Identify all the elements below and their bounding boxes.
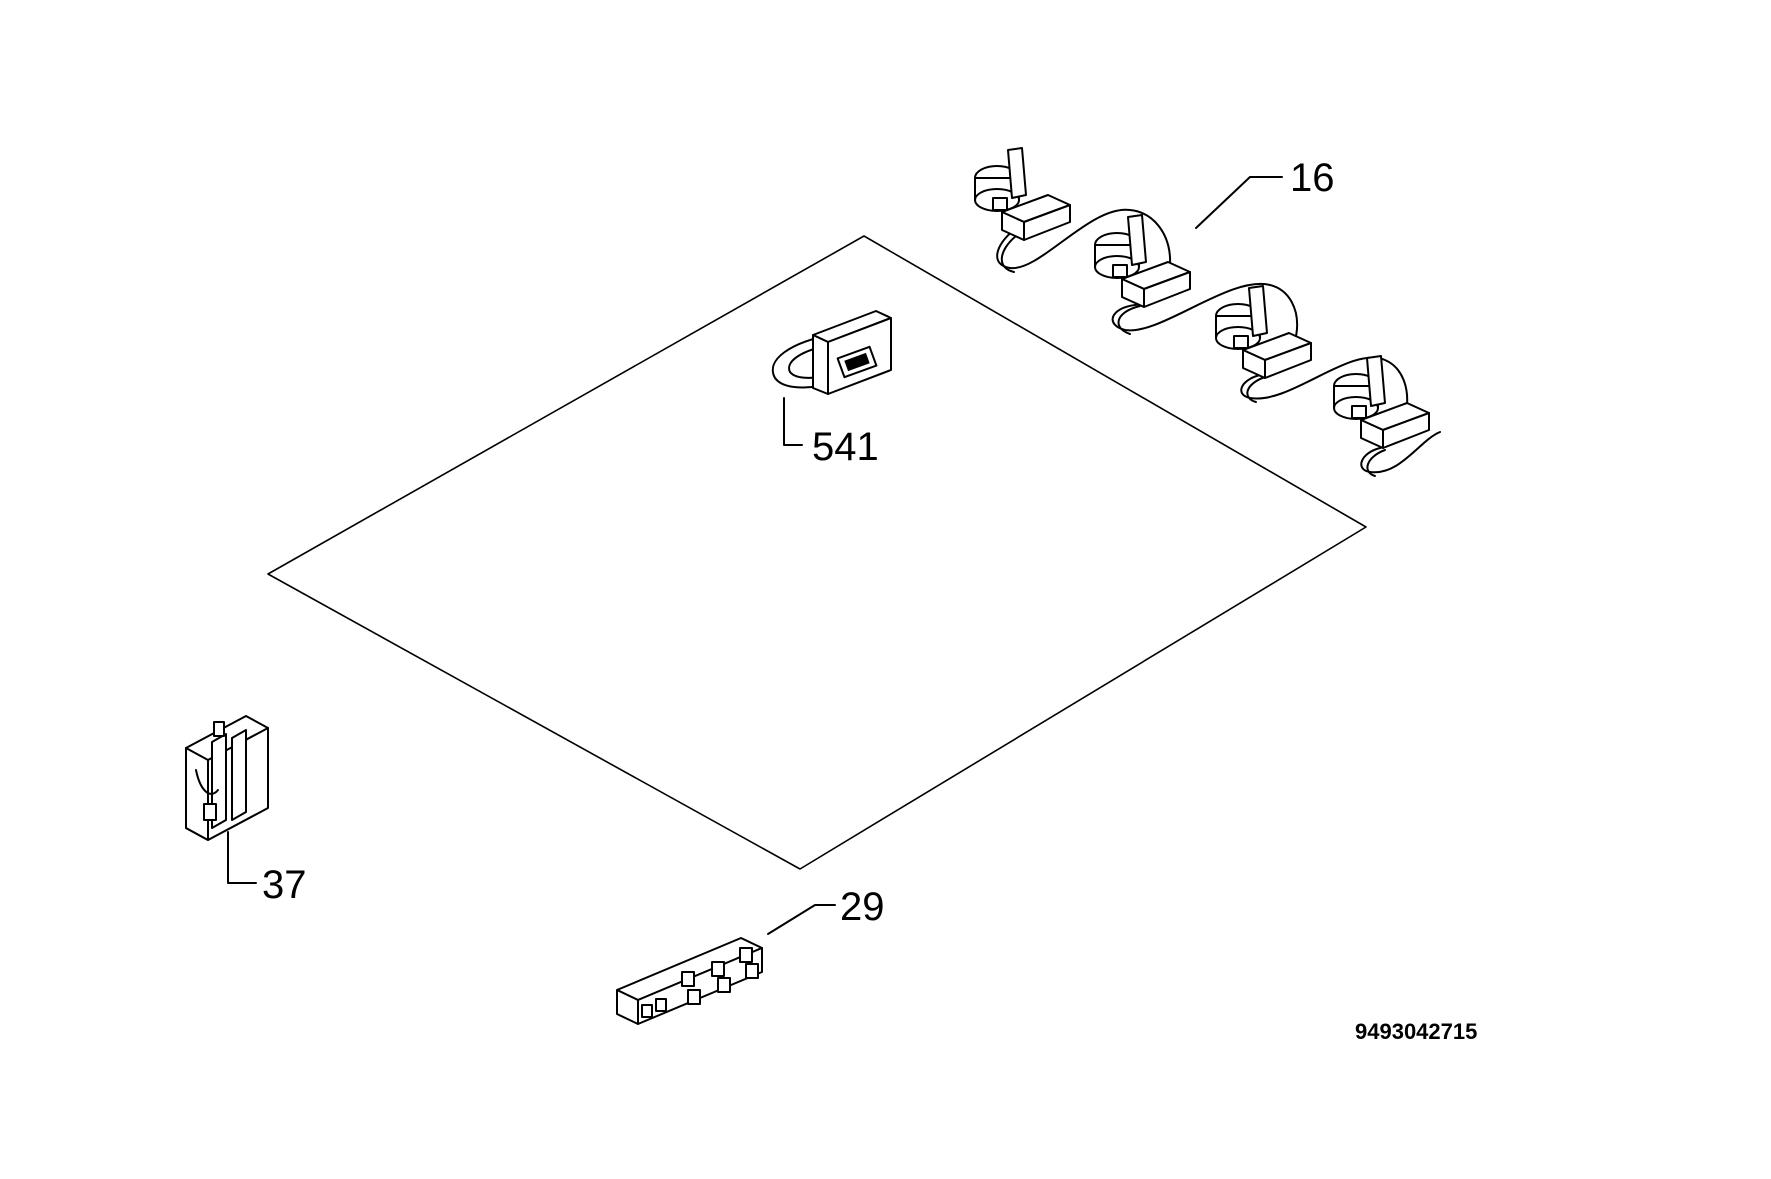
switch-wire-assembly [974,147,1441,477]
callout-16: 16 [1290,156,1335,200]
callout-541: 541 [812,425,879,469]
terminal-block-part [616,904,836,1025]
leader-line-541 [783,397,803,446]
callout-29: 29 [840,885,885,929]
drawing-number: 9493042715 [1355,1019,1477,1044]
panel-outline [267,235,1367,870]
switch-unit [1215,285,1312,379]
switch-unit [974,147,1071,241]
switch-unit [1094,214,1191,308]
leader-line-29 [767,904,836,935]
leader-line-37 [227,831,257,884]
clip-part [185,715,269,884]
connector-part [772,310,892,446]
leader-line-16 [1195,176,1283,229]
callout-37: 37 [262,863,307,907]
switch-unit [1333,355,1430,449]
